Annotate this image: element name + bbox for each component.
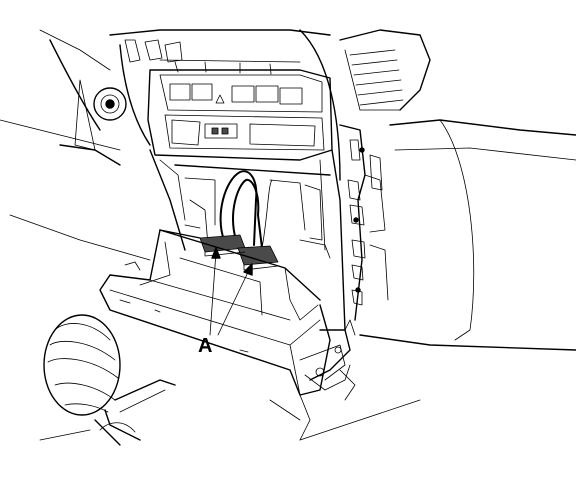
lower-console xyxy=(269,319,356,441)
center-upper-trim xyxy=(109,29,431,181)
side-bracket xyxy=(339,124,389,321)
button-3 xyxy=(231,85,255,103)
connectors xyxy=(199,234,279,271)
wire-harness xyxy=(219,170,273,249)
air-vent-outer xyxy=(93,87,127,121)
button-2 xyxy=(191,83,213,101)
display-window xyxy=(204,123,238,139)
callout-label-a: A xyxy=(198,335,213,357)
air-vent-center-icon xyxy=(105,99,115,109)
removed-control-unit xyxy=(99,229,331,396)
button-4 xyxy=(255,85,279,103)
dash-right-surface xyxy=(299,119,576,441)
connector-right xyxy=(237,245,279,266)
control-panel xyxy=(147,59,333,161)
dash-left-surface xyxy=(0,29,151,261)
button-5 xyxy=(279,87,303,105)
gear-shift xyxy=(39,314,176,446)
hazard-warning-icon xyxy=(215,94,225,104)
console-cavity xyxy=(149,149,346,331)
callout-leaders xyxy=(209,247,253,336)
button-1 xyxy=(169,83,191,101)
gear-knob xyxy=(43,314,121,416)
